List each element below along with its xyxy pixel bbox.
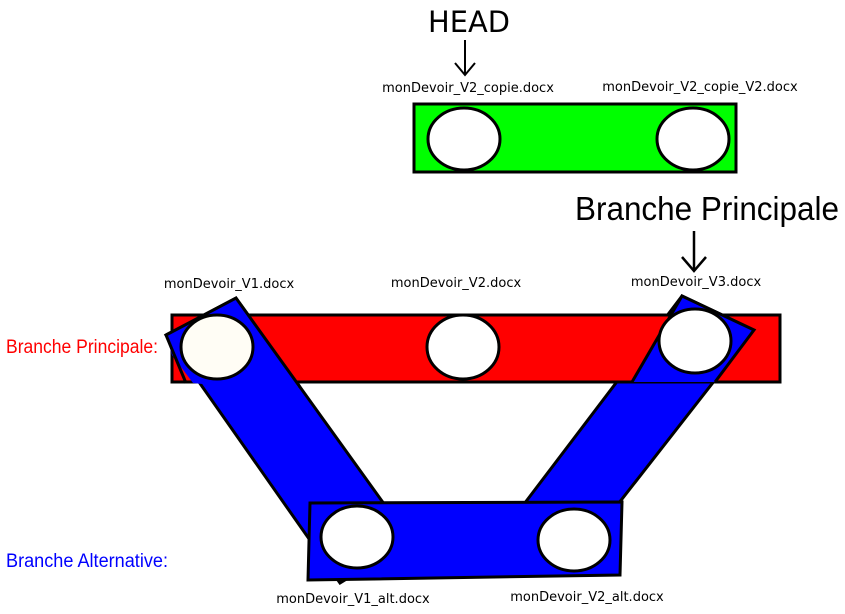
branch-principale-side-label: Branche Principale: [6, 337, 158, 358]
node-v1-alt [319, 504, 395, 570]
file-label-v3: monDevoir_V3.docx [631, 275, 762, 290]
file-label-v2: monDevoir_V2.docx [391, 276, 522, 291]
file-label-v2-alt: monDevoir_V2_alt.docx [510, 590, 664, 605]
node-copie-v2 [655, 106, 731, 172]
head-label: HEAD [428, 5, 510, 39]
node-v3 [657, 307, 733, 375]
node-v2-alt [536, 507, 612, 573]
file-label-copie: monDevoir_V2_copie.docx [382, 81, 554, 96]
head-arrow-icon [454, 62, 476, 77]
branch-principale-title: Branche Principale [575, 190, 839, 227]
branch-alternative-side-label: Branche Alternative: [6, 551, 168, 572]
node-v2 [425, 313, 501, 381]
file-label-v1-alt: monDevoir_V1_alt.docx [276, 592, 430, 607]
node-v1 [179, 313, 255, 381]
file-label-copie-v2: monDevoir_V2_copie_V2.docx [602, 80, 798, 95]
node-copie [426, 106, 502, 172]
principale-arrow-icon [681, 256, 707, 273]
file-label-v1: monDevoir_V1.docx [164, 277, 295, 292]
